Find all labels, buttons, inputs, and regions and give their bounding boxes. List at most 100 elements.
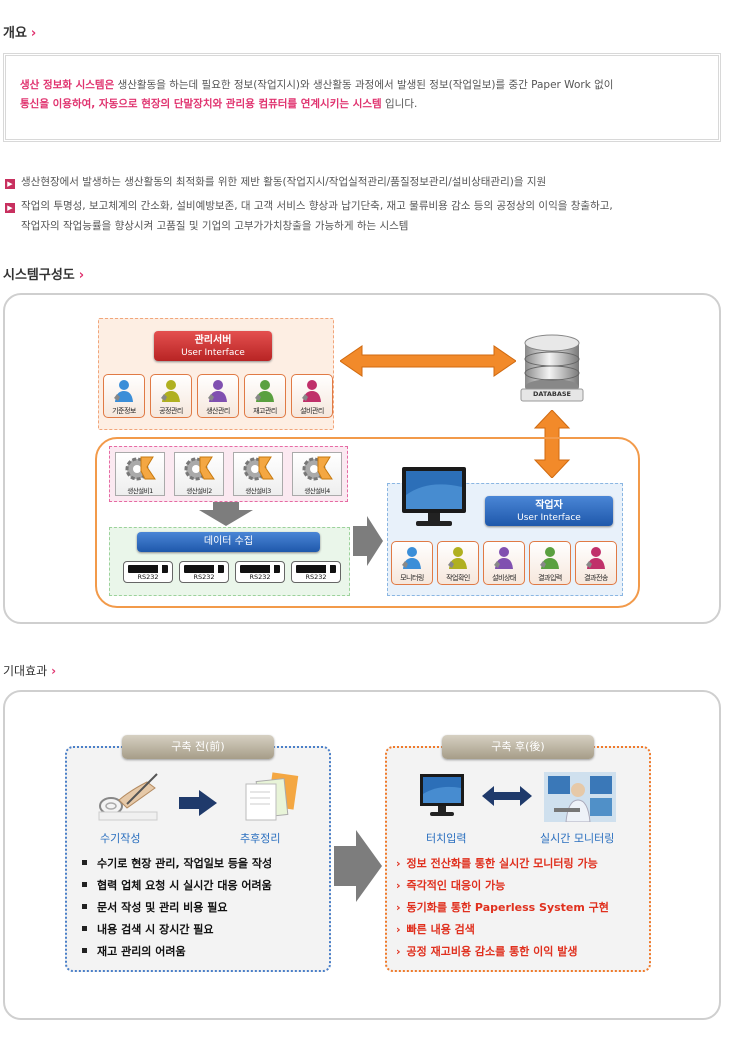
user-figure-icon	[586, 547, 605, 569]
production-frame	[95, 437, 640, 608]
overview-line-2: 통신을 이용하여, 자동으로 현장의 단말장치와 관리용 컴퓨터를 연계시키는 …	[20, 95, 704, 114]
bullet-dot-icon	[82, 904, 87, 909]
before-item: 내용 검색 시 장시간 필요	[82, 919, 272, 941]
rs232-port: RS232	[291, 561, 341, 583]
management-server-label: 관리서버 User Interface	[154, 331, 272, 361]
equipment-tile: 생산설비3	[233, 452, 283, 496]
server-tile: 공정관리	[150, 374, 192, 418]
after-item: ›정보 전산화를 통한 실시간 모니터링 가능	[396, 853, 609, 875]
effects-right-arrow	[334, 830, 382, 902]
before-title: 구축 전(前)	[122, 735, 274, 759]
effects-title-text: 기대효과	[3, 664, 48, 678]
equipment-label: 생산설비1	[127, 487, 153, 495]
gear-icon	[184, 456, 215, 481]
documents-icon	[245, 772, 299, 821]
server-tile-label: 재고관리	[253, 407, 277, 415]
square-arrow-icon: ▶	[5, 179, 15, 189]
bullet-2-continued: 작업자의 작업능률을 향상시켜 고품질 및 기업의 고부가가치창출을 가능하게 …	[21, 216, 408, 236]
server-tile: 기준정보	[103, 374, 145, 418]
bullet-dot-icon	[82, 860, 87, 865]
user-figure-icon	[540, 547, 559, 569]
overview-title: 개요›	[3, 22, 36, 41]
equipment-label: 생산설비3	[245, 487, 271, 495]
navy-double-arrow	[482, 786, 532, 806]
before-item-text: 수기로 현장 관리, 작업일보 등을 작성	[97, 857, 273, 870]
chevron-right-icon: ›	[51, 664, 57, 678]
worker-tile-label: 결과입력	[538, 574, 562, 582]
db-worker-arrow	[533, 410, 571, 478]
rs232-port: RS232	[179, 561, 229, 583]
before-item: 협력 업체 요청 시 실시간 대응 어려움	[82, 875, 272, 897]
monitoring-operator-icon	[544, 772, 616, 822]
before-label-organize: 추후정리	[240, 832, 281, 845]
equipment-label: 생산설비2	[186, 487, 212, 495]
right-arrow	[353, 516, 383, 566]
user-figure-icon	[402, 547, 421, 569]
bullet-dot-icon	[82, 948, 87, 953]
server-db-arrow	[340, 345, 516, 377]
chevron-right-icon: ›	[30, 26, 37, 41]
connector-icon	[128, 565, 168, 573]
database-label: DATABASE	[533, 390, 571, 398]
worker-tile: 작업확인	[437, 541, 479, 585]
after-item-text: 정보 전산화를 통한 실시간 모니터링 가능	[406, 857, 598, 870]
overview-line-1: 생산 정보화 시스템은 생산활동을 하는데 필요한 정보(작업지시)와 생산활동…	[20, 76, 704, 95]
chevron-right-icon: ›	[78, 268, 85, 283]
database-icon	[520, 334, 584, 402]
before-item: 수기로 현장 관리, 작업일보 등을 작성	[82, 853, 272, 875]
worker-tile: 결과입력	[529, 541, 571, 585]
after-item: ›공정 재고비용 감소를 통한 이익 발생	[396, 941, 609, 963]
after-item-text: 동기화를 통한 Paperless System 구현	[406, 901, 609, 914]
chevron-right-icon: ›	[396, 879, 401, 892]
overview-text-2: 입니다.	[381, 98, 418, 110]
before-item-text: 협력 업체 요청 시 실시간 대응 어려움	[97, 879, 272, 892]
server-tile: 생산관리	[197, 374, 239, 418]
monitor-icon	[402, 467, 466, 526]
after-items: ›정보 전산화를 통한 실시간 모니터링 가능›즉각적인 대응이 가능›동기화를…	[396, 853, 609, 963]
data-collection-title: 데이터 수집	[203, 536, 254, 547]
down-arrow	[199, 502, 253, 526]
system-title-text: 시스템구성도	[3, 268, 75, 283]
overview-highlight-1: 생산 정보화 시스템은	[20, 79, 115, 91]
bullet-1-text: 생산현장에서 발생하는 생산활동의 최적화를 위한 제반 활동(작업지시/작업실…	[21, 176, 547, 188]
rs232-label: RS232	[137, 573, 159, 581]
worker-tile-label: 설비상태	[492, 574, 516, 582]
worker-tile: 모니터링	[391, 541, 433, 585]
chevron-right-icon: ›	[396, 901, 401, 914]
before-item: 문서 작성 및 관리 비용 필요	[82, 897, 272, 919]
equipment-tile: 생산설비1	[115, 452, 165, 496]
before-right-arrow	[179, 790, 217, 816]
worker-tile-label: 모니터링	[400, 574, 424, 582]
user-figure-icon	[114, 380, 133, 402]
effects-frame	[3, 690, 721, 1020]
effects-title: 기대효과›	[3, 662, 56, 679]
overview-text-1: 생산활동을 하는데 필요한 정보(작업지시)와 생산활동 과정에서 발생된 정보…	[114, 79, 614, 91]
server-subtitle: User Interface	[181, 348, 245, 358]
connector-icon	[296, 565, 336, 573]
sync-double-arrow	[482, 786, 532, 806]
worker-title: 작업자	[535, 500, 563, 511]
user-figure-icon	[448, 547, 467, 569]
chevron-right-icon: ›	[396, 945, 401, 958]
gear-icon	[125, 456, 156, 481]
handwriting-icon	[98, 773, 158, 821]
user-figure-icon	[161, 380, 180, 402]
after-label-monitoring: 실시간 모니터링	[540, 832, 615, 845]
chevron-right-icon: ›	[396, 923, 401, 936]
server-title: 관리서버	[194, 335, 232, 346]
user-figure-icon	[208, 380, 227, 402]
worker-tile-label: 작업확인	[446, 574, 470, 582]
bullet-1: ▶ 생산현장에서 발생하는 생산활동의 최적화를 위한 제반 활동(작업지시/작업…	[5, 172, 546, 192]
before-item-text: 문서 작성 및 관리 비용 필요	[97, 901, 228, 914]
server-tile: 설비관리	[291, 374, 333, 418]
bullet-dot-icon	[82, 882, 87, 887]
square-arrow-icon: ▶	[5, 203, 15, 213]
data-collection-label: 데이터 수집	[137, 532, 320, 552]
after-title: 구축 후(後)	[442, 735, 594, 759]
after-item-text: 즉각적인 대응이 가능	[406, 879, 506, 892]
before-label-handwriting: 수기작성	[100, 832, 141, 845]
worker-label: 작업자 User Interface	[485, 496, 613, 526]
